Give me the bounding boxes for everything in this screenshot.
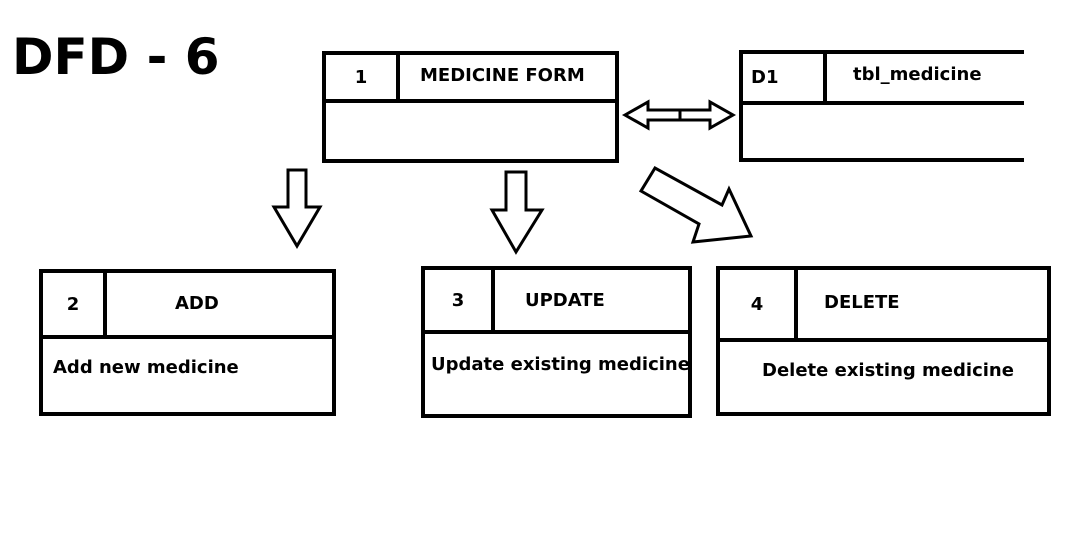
- process-update: 3 UPDATE Update existing medicine: [421, 266, 692, 418]
- datastore-name: tbl_medicine: [823, 54, 1024, 105]
- process-name: MEDICINE FORM: [396, 55, 615, 103]
- process-description: Add new medicine: [53, 357, 239, 378]
- process-description: Delete existing medicine: [762, 360, 1014, 381]
- down-arrow-icon: [489, 170, 545, 255]
- process-name: ADD: [103, 273, 332, 339]
- process-id: 1: [326, 55, 400, 103]
- process-id: 3: [425, 270, 495, 334]
- process-id: 2: [43, 273, 107, 339]
- process-delete: 4 DELETE Delete existing medicine: [716, 266, 1051, 416]
- process-id: 4: [720, 270, 798, 342]
- process-name: UPDATE: [491, 270, 688, 334]
- process-name: DELETE: [794, 270, 1047, 342]
- process-add: 2 ADD Add new medicine: [39, 269, 336, 416]
- process-medicine-form: 1 MEDICINE FORM: [322, 51, 619, 163]
- datastore-id: D1: [743, 54, 827, 105]
- down-arrow-icon: [271, 168, 323, 249]
- diagonal-arrow-icon: [638, 165, 754, 244]
- datastore-tbl-medicine: D1 tbl_medicine: [739, 50, 1024, 162]
- diagram-title: DFD - 6: [12, 28, 220, 86]
- process-description: Update existing medicine: [431, 354, 690, 375]
